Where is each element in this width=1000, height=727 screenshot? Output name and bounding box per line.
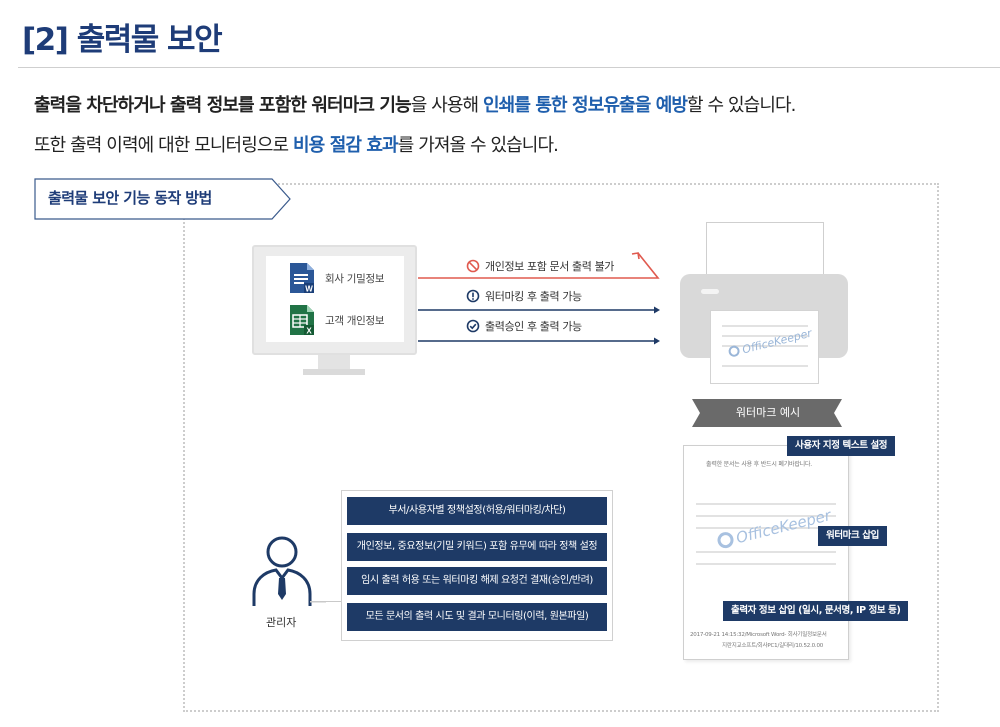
document-footer-line: 2017-09-21 14:15:32/Microsoft Word- 회사기밀…: [690, 632, 827, 638]
watermark-logo-icon: [727, 344, 741, 358]
policy-item: 개인정보, 중요정보(기밀 키워드) 포함 유무에 따라 정책 설정: [347, 533, 607, 561]
text-line: [722, 365, 808, 367]
flow-label-watermark: 워터마킹 후 출력 가능: [466, 288, 582, 304]
text-line: [696, 527, 836, 529]
admin-person-icon: [252, 536, 326, 606]
page-title: [2] 출력물 보안: [22, 22, 223, 58]
callout-custom-text: 사용자 지정 텍스트 설정: [787, 436, 896, 456]
excel-document-icon: X: [290, 305, 314, 336]
check-icon: [466, 319, 480, 333]
intro-strong: 출력을 차단하거나 출력 정보를 포함한 워터마크 기능: [34, 95, 412, 116]
monitor-stand: [318, 355, 350, 371]
flow-label-text: 워터마킹 후 출력 가능: [485, 290, 582, 303]
callout-watermark-insert: 워터마크 삽입: [818, 526, 887, 546]
diagram-frame: [183, 183, 939, 712]
flow-label-text: 출력승인 후 출력 가능: [485, 320, 582, 333]
intro-highlight: 인쇄를 통한 정보유출을 예방: [483, 95, 688, 116]
callout-output-info: 출력자 정보 삽입 (일시, 문서명, IP 정보 등): [723, 601, 909, 621]
section-label: 출력물 보안 기능 동작 방법: [48, 189, 212, 207]
intro-text: 할 수 있습니다.: [687, 95, 796, 116]
word-document-icon: W: [290, 263, 314, 294]
flow-label-blocked: 개인정보 포함 문서 출력 불가: [466, 258, 614, 274]
svg-text:W: W: [305, 285, 313, 294]
intro-text: 를 가져올 수 있습니다.: [397, 135, 559, 156]
intro-text: 또한 출력 이력에 대한 모니터링으로: [34, 135, 294, 156]
text-line: [722, 345, 808, 347]
document-footer-line: 지란지교소프트/회사PC1/길대리/10.52.0.00: [722, 643, 824, 649]
text-line: [696, 551, 836, 553]
file-label: 고객 개인정보: [325, 315, 385, 327]
monitor-base: [303, 369, 365, 375]
document-notice: 출력한 문서는 사용 후 반드시 폐기바랍니다.: [706, 461, 813, 468]
admin-connector: [310, 601, 341, 602]
flow-label-text: 개인정보 포함 문서 출력 불가: [485, 260, 615, 273]
svg-text:X: X: [306, 327, 312, 336]
section-tag-shape: [34, 178, 291, 220]
policy-item: 부서/사용자별 정책설정(허용/워터마킹/차단): [347, 497, 607, 525]
watermark-example-label: 워터마크 예시: [735, 406, 801, 419]
text-line: [696, 563, 836, 565]
admin-label: 관리자: [266, 616, 297, 629]
printer-indicator: [701, 289, 719, 294]
title-divider: [18, 67, 1000, 68]
intro-text: 을 사용해: [410, 95, 484, 116]
blocked-arrow: [418, 252, 660, 279]
printer-input-paper: [706, 222, 824, 282]
block-icon: [466, 259, 480, 273]
watermark-logo-icon: [715, 530, 736, 550]
intro-line-1: 출력을 차단하거나 출력 정보를 포함한 워터마크 기능을 사용해 인쇄를 통한…: [34, 91, 796, 117]
flow-label-approval: 출력승인 후 출력 가능: [466, 318, 582, 334]
text-line: [696, 515, 836, 517]
policy-item: 모든 문서의 출력 시도 및 결과 모니터링(이력, 원본파일): [347, 603, 607, 631]
info-icon: [466, 289, 480, 303]
file-label: 회사 기밀정보: [325, 273, 385, 285]
intro-line-2: 또한 출력 이력에 대한 모니터링으로 비용 절감 효과를 가져올 수 있습니다…: [34, 131, 559, 157]
text-line: [722, 325, 808, 327]
text-line: [722, 335, 808, 337]
printed-page: [710, 310, 819, 384]
example-label-shape: [692, 399, 842, 427]
monitor-screen: [266, 256, 404, 342]
flow-arrows: [418, 252, 660, 345]
policy-item: 임시 출력 허용 또는 워터마킹 해제 요청건 결재(승인/반려): [347, 567, 607, 595]
intro-highlight: 비용 절감 효과: [293, 135, 399, 156]
text-line: [696, 503, 836, 505]
